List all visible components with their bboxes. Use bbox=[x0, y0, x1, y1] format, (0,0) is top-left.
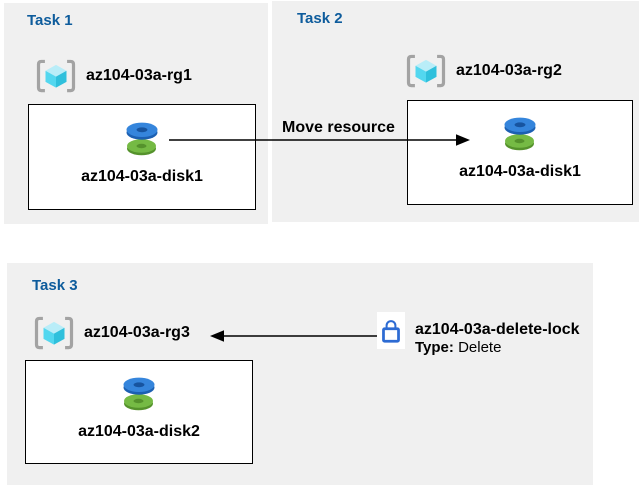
resource-group-icon bbox=[34, 316, 74, 350]
lock-type-value: Delete bbox=[458, 339, 502, 356]
lock-icon bbox=[382, 319, 400, 343]
lock-type-key: Type: bbox=[415, 339, 454, 356]
panel-task3: Task 3 az104-03a-rg3 az104-03a-disk2 bbox=[7, 263, 593, 485]
task2-resource-box: az104-03a-disk1 bbox=[407, 100, 633, 205]
disk-icon bbox=[504, 117, 536, 151]
resource-group-label: az104-03a-rg1 bbox=[86, 67, 192, 84]
resource-group-icon bbox=[406, 54, 446, 88]
resource-group-label: az104-03a-rg2 bbox=[456, 62, 562, 79]
task1-resource-box: az104-03a-disk1 bbox=[28, 104, 256, 210]
panel-task1: Task 1 az104-03a-rg1 az104-03a-disk1 bbox=[4, 3, 268, 224]
delete-lock-annotation: az104-03a-delete-lock Type: Delete bbox=[377, 312, 580, 357]
task3-resource-group: az104-03a-rg3 bbox=[33, 314, 190, 352]
lock-icon-background bbox=[377, 312, 405, 349]
disk-icon bbox=[123, 377, 155, 410]
lock-type-label: Type: Delete bbox=[415, 339, 580, 357]
lock-text: az104-03a-delete-lock Type: Delete bbox=[415, 312, 580, 357]
resource-group-label: az104-03a-rg3 bbox=[84, 324, 190, 341]
disk-label: az104-03a-disk2 bbox=[78, 422, 200, 440]
task1-resource-group: az104-03a-rg1 bbox=[35, 57, 192, 95]
task3-title: Task 3 bbox=[32, 277, 78, 294]
task3-resource-box: az104-03a-disk2 bbox=[25, 360, 253, 464]
task1-title: Task 1 bbox=[27, 12, 73, 29]
resource-group-icon bbox=[36, 59, 76, 93]
disk-icon bbox=[126, 122, 158, 155]
lock-name-label: az104-03a-delete-lock bbox=[415, 321, 580, 338]
task2-title: Task 2 bbox=[297, 10, 343, 27]
move-resource-label: Move resource bbox=[282, 119, 395, 136]
task2-resource-group: az104-03a-rg2 bbox=[405, 52, 562, 90]
disk-label: az104-03a-disk1 bbox=[81, 167, 203, 185]
panel-task2: Task 2 az104-03a-rg2 az104-03a-disk1 bbox=[272, 1, 639, 222]
disk-label: az104-03a-disk1 bbox=[459, 163, 581, 180]
